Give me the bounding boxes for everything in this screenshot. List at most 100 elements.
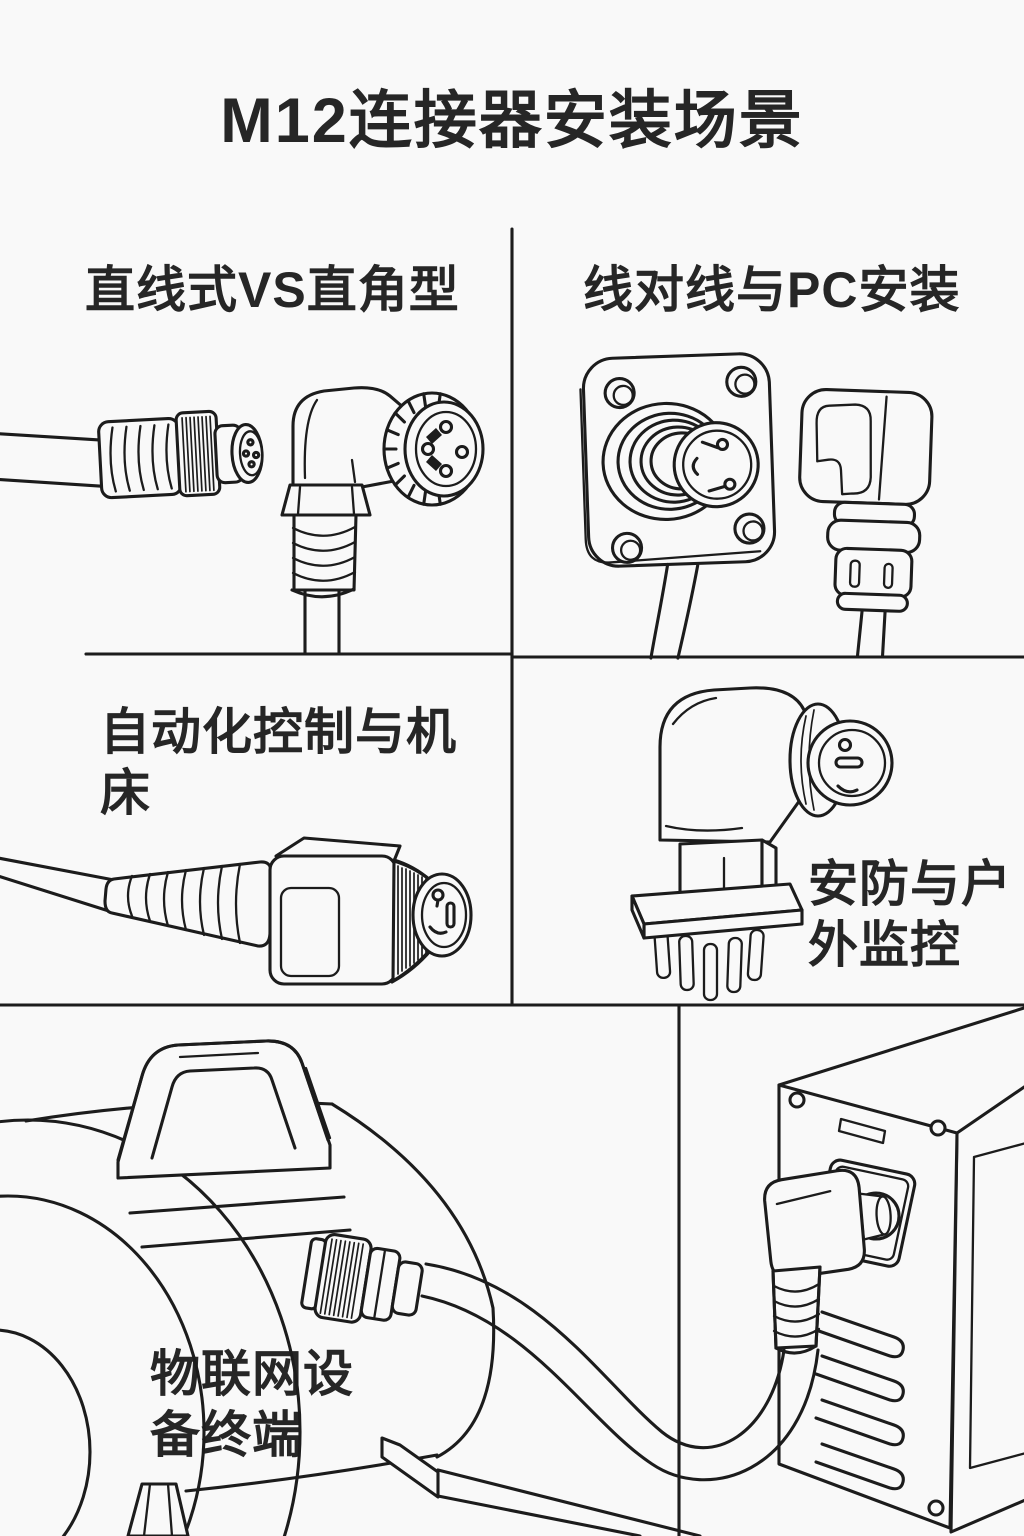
relief-ribs (291, 525, 357, 582)
cable (0, 856, 116, 882)
vent-slats (814, 1310, 905, 1491)
tip (390, 1260, 424, 1317)
label-line: 物联网设 (150, 1346, 354, 1402)
elbow-body (291, 386, 412, 489)
collar-line (373, 1250, 386, 1318)
knurl-hatching (181, 415, 215, 493)
pin-face (238, 430, 264, 477)
key-notch (426, 455, 442, 471)
coupling-face (672, 421, 760, 509)
divider-lines (0, 227, 1024, 1536)
plug-crease (775, 1190, 832, 1206)
bottom-rim (835, 591, 909, 613)
socket-face (420, 881, 468, 949)
box-top-edge (777, 1006, 1024, 1087)
cable (880, 610, 887, 659)
keyway-cutout (815, 403, 872, 496)
boot-ribs (109, 423, 173, 493)
pin-holes (420, 419, 470, 479)
pcb-connector-illustration (630, 686, 894, 1002)
body-creases (664, 696, 744, 832)
right-face-recess (968, 1142, 1024, 1470)
carrying-handle (116, 1039, 330, 1162)
cable (0, 477, 104, 488)
coupling-face (403, 400, 485, 498)
body-crease (303, 398, 319, 480)
body-front-face (268, 854, 398, 986)
label-wire-to-wire-pc-mount: 线对线与PC安装 (583, 260, 960, 321)
boot-ribs (126, 862, 242, 945)
plate-thickness-edge (579, 388, 762, 564)
motor-end-face-inner (0, 1194, 206, 1536)
key-notch (426, 428, 442, 444)
cable-connector-illustration (0, 836, 473, 986)
label-line: 线对线与PC安装 (583, 262, 961, 318)
base-plate-left (630, 894, 646, 940)
label-line: 直线式VS直角型 (85, 262, 460, 318)
base-rail-edge (436, 1468, 702, 1536)
label-automation-machine-tools: 自动化控制与机 床 (100, 702, 457, 824)
socket-face (817, 728, 887, 798)
body-inset-panel (279, 886, 341, 978)
cable (0, 875, 114, 914)
straight-connector-illustration (0, 409, 264, 500)
label-line: 备终端 (150, 1407, 303, 1463)
elbow-body (658, 686, 810, 844)
label-line: 床 (100, 765, 151, 821)
motor-end-face (0, 1118, 302, 1536)
relief-cap (290, 587, 356, 599)
mounting-holes (603, 365, 766, 564)
hex-nut (280, 483, 372, 517)
body-crease (350, 458, 357, 484)
motor-foot (126, 1482, 190, 1536)
motor-right-edge (330, 1102, 496, 1459)
label-security-outdoor-monitoring: 安防与户 外监控 (808, 854, 1012, 976)
page-title: M12连接器安装场景 (220, 86, 804, 156)
base-rail-end (380, 1436, 440, 1499)
iot-scene-illustration (0, 1006, 1024, 1536)
cable (855, 609, 864, 658)
plug-strain-relief (771, 1265, 822, 1355)
screws (788, 1091, 947, 1517)
label-line: 自动化控制与机 (100, 704, 457, 760)
socket-slots (834, 737, 864, 794)
pins (691, 437, 737, 493)
overmolded-plug-illustration (798, 388, 934, 659)
latch-slot (882, 562, 894, 589)
lower-body (833, 546, 914, 599)
handle-accents (178, 1051, 332, 1140)
pins (241, 438, 261, 469)
socket-slots (428, 888, 456, 935)
cable (649, 562, 670, 660)
plug-nose-end (875, 1195, 892, 1236)
base-rail-edge (436, 1494, 642, 1536)
panel-mount-flange-illustration (579, 352, 777, 660)
pin-face (682, 429, 753, 500)
cable (420, 1294, 820, 1482)
pcb-pins (653, 926, 765, 1002)
knurl-hatching (319, 1238, 365, 1320)
label-line: 安防与户 (808, 856, 1012, 912)
label-iot-device-terminals: 物联网设 备终端 (150, 1344, 354, 1466)
hex-facets (296, 485, 356, 516)
label-straight-vs-right-angle: 直线式VS直角型 (85, 260, 460, 321)
coupling-face (806, 719, 894, 807)
cable (676, 563, 700, 660)
cable (0, 432, 103, 442)
label-line: 外监控 (808, 917, 961, 973)
motor-device (0, 1039, 702, 1536)
box-right-face (949, 1085, 1024, 1534)
knurl-hatching (382, 392, 442, 506)
body-band (128, 1195, 352, 1249)
front-slot (837, 1117, 887, 1145)
motor-connector (300, 1233, 424, 1324)
handle-inner-edge (150, 1066, 297, 1160)
strain-relief (292, 513, 358, 592)
pin-face (414, 410, 478, 488)
body-crease (877, 395, 888, 501)
latch-slot (848, 559, 861, 588)
motor-hub (0, 1328, 92, 1536)
plug-body (763, 1168, 866, 1280)
